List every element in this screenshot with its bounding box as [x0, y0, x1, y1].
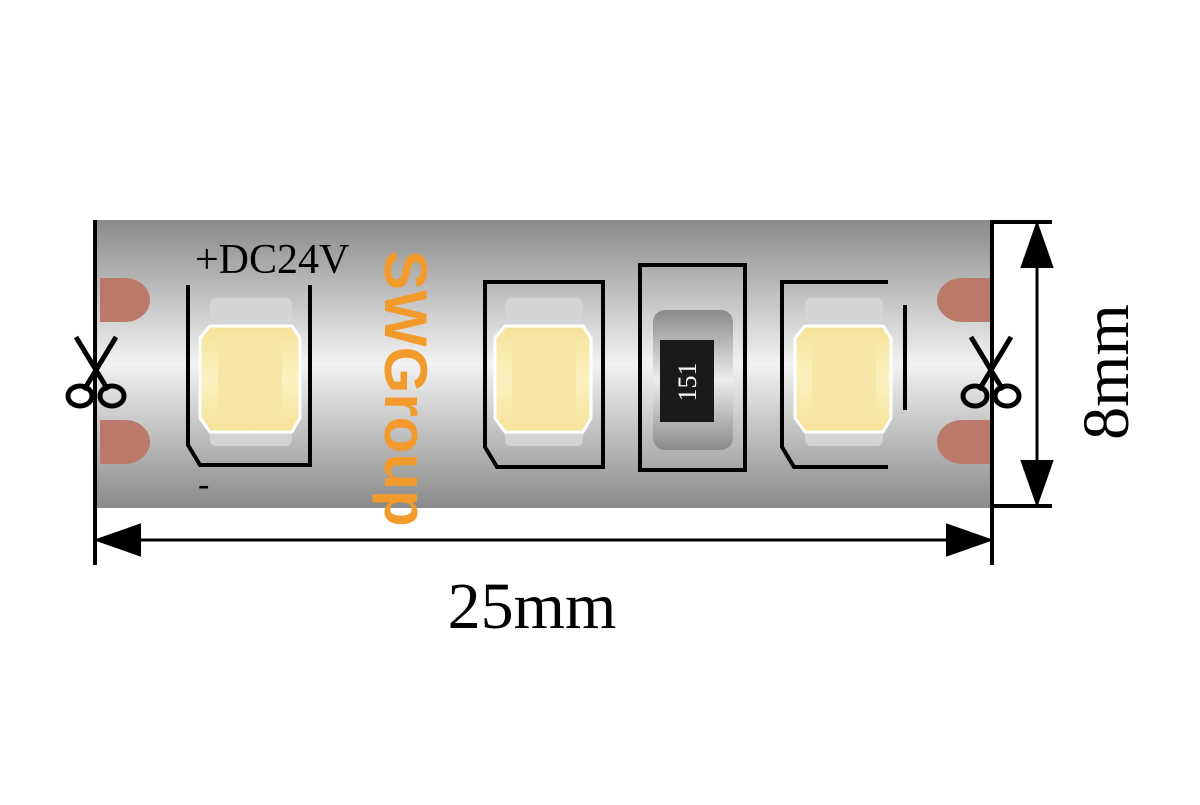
- led-chip: [483, 280, 605, 469]
- led-chip: [780, 280, 907, 469]
- right-solder-pads: [937, 278, 990, 464]
- left-solder-pads: [100, 278, 150, 464]
- resistor: 151: [638, 263, 747, 472]
- height-label: 8mm: [1070, 304, 1143, 440]
- resistor-body: [660, 340, 714, 422]
- brand-logo-text: SWGroup: [372, 250, 439, 527]
- resistor-code: 151: [673, 363, 702, 402]
- scissors-icon: [960, 335, 1022, 409]
- solder-pad: [100, 278, 150, 322]
- polarity-plus-label: +DC24V: [195, 237, 349, 283]
- solder-pad: [937, 278, 990, 322]
- width-label: 25mm: [448, 570, 617, 643]
- solder-pad: [100, 420, 150, 464]
- scissors-icon: [65, 335, 127, 409]
- solder-pad: [937, 420, 990, 464]
- polarity-minus-label: -: [198, 466, 209, 503]
- led-chip: [186, 285, 312, 467]
